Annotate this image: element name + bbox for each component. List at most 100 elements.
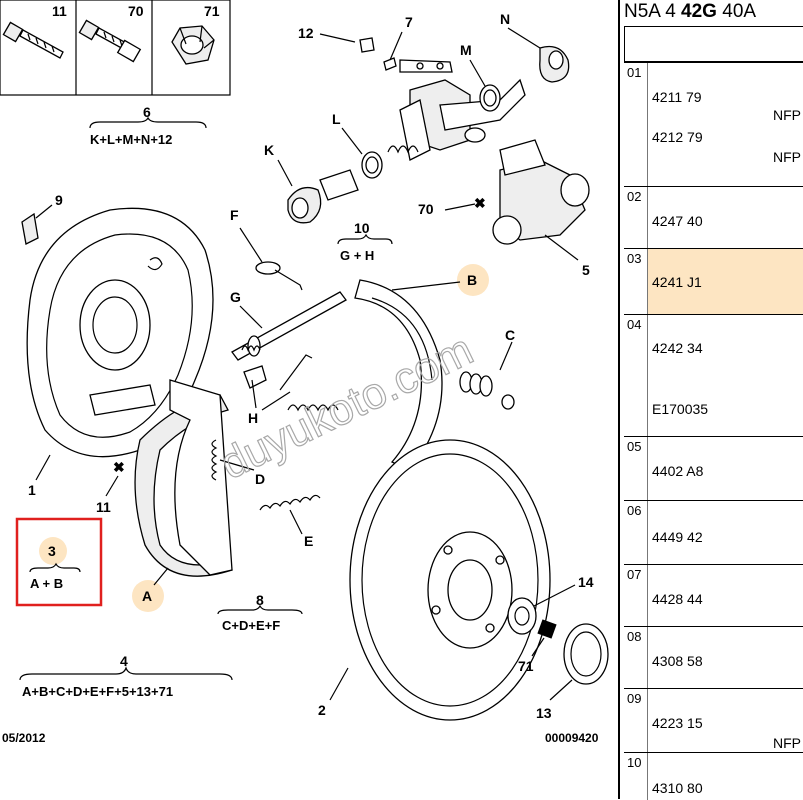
callout-label: B (467, 272, 477, 288)
row-index: 06 (624, 501, 648, 565)
row-index: 05 (624, 437, 648, 501)
parts-row[interactable]: 08 4308 58 (624, 626, 803, 689)
callout-label: 2 (318, 702, 326, 718)
panel-header-box (624, 26, 803, 62)
part-reference: 4242 34 (652, 340, 703, 356)
row-index: 04 (624, 315, 648, 437)
callout-label: A (142, 588, 152, 604)
parts-row[interactable]: 02 4247 40 (624, 186, 803, 249)
assembly-10: 10 G + H (337, 220, 393, 263)
assembly-3-box: 3 A + B (15, 517, 103, 607)
wheel-cylinder-assembled: ✖ (444, 139, 590, 261)
parts-row[interactable]: 06 4449 42 (624, 500, 803, 565)
diagram-code: 00009420 (545, 731, 599, 745)
callout-label: 1 (28, 482, 36, 498)
nfp-label: NFP (773, 735, 801, 751)
row-index: 01 (624, 63, 648, 187)
row-index: 10 (624, 753, 648, 800)
formula-10: G + H (340, 248, 374, 263)
callout-label: G (230, 289, 241, 305)
part-reference: 4310 80 (652, 780, 703, 796)
assembly-6: 6 K+L+M+N+12 (89, 104, 207, 147)
fastener-boxes: 11 70 71 (0, 0, 231, 96)
spring-d: D (211, 439, 265, 487)
title-suffix: 40A (716, 1, 757, 22)
part-reference: 4247 40 (652, 213, 703, 229)
panel-title: N5A 4 42G 40A (624, 0, 803, 24)
part-reference: E170035 (652, 401, 709, 417)
parts-row[interactable]: 07 4428 44 (624, 564, 803, 627)
title-bold: 42G (681, 1, 717, 22)
callout-label: N (500, 11, 510, 27)
callout-label: 14 (578, 574, 594, 590)
nut-71-icon (171, 25, 215, 65)
formula-6: K+L+M+N+12 (90, 132, 172, 147)
row-index: 03 (624, 249, 648, 315)
springs-c: C (459, 327, 515, 410)
part-reference: 4308 58 (652, 653, 703, 669)
nfp-label: NFP (773, 107, 801, 123)
part-reference: 4241 J1 (652, 274, 702, 290)
callout-label: M (460, 42, 472, 58)
bolt-11-icon (2, 21, 64, 59)
callout-label: D (255, 471, 265, 487)
callout-label: E (304, 533, 313, 549)
parts-row[interactable]: 05 4402 A8 (624, 436, 803, 501)
formula-8: C+D+E+F (222, 618, 280, 633)
wheel-cylinder-exploded (287, 31, 570, 224)
clip-h: H (243, 354, 339, 426)
parts-row[interactable]: 10 4310 80 (624, 752, 803, 800)
parts-row[interactable]: 01 4211 79 NFP 4212 79 NFP (624, 62, 803, 187)
parts-row-highlighted[interactable]: 03 4241 J1 (624, 248, 803, 315)
callout-label: 71 (518, 658, 534, 674)
row-index: 07 (624, 565, 648, 627)
brake-shoe-a: A (132, 379, 233, 612)
callout-label: 11 (52, 3, 67, 19)
formula-3: A + B (30, 576, 63, 591)
callout-label: 13 (536, 705, 552, 721)
callout-label: 5 (582, 262, 590, 278)
adjuster-g: G (230, 289, 347, 361)
row-index: 09 (624, 689, 648, 753)
part-reference: 4211 79 (652, 89, 702, 105)
callout-label: 71 (204, 3, 220, 19)
parts-reference-panel: N5A 4 42G 40A 01 4211 79 NFP 4212 79 NFP… (618, 0, 803, 800)
callout-label: C (505, 327, 515, 343)
part-reference: 4449 42 (652, 529, 703, 545)
callout-label: 70 (128, 3, 144, 19)
part-reference: 4223 15 (652, 715, 703, 731)
pin-f: F (230, 207, 303, 291)
parts-row[interactable]: 09 4223 15 NFP (624, 688, 803, 753)
assembly-8: 8 C+D+E+F (217, 592, 303, 633)
callout-label: F (230, 207, 239, 223)
parts-row[interactable]: 04 4242 34 E170035 (624, 314, 803, 437)
brake-drum: 2 (318, 439, 551, 721)
callout-label: 4 (120, 653, 128, 669)
part-reference: 4402 A8 (652, 463, 704, 479)
callout-label: K (264, 142, 274, 158)
diagram-date: 05/2012 (2, 731, 46, 745)
part-reference: 4428 44 (652, 591, 703, 607)
callout-label: 9 (55, 192, 63, 208)
callout-label: 6 (143, 104, 151, 120)
callout-label: 11 (96, 499, 111, 515)
nfp-label: NFP (773, 149, 801, 165)
bolt-70-icon (78, 19, 142, 63)
formula-4: A+B+C+D+E+F+5+13+71 (22, 684, 173, 699)
callout-label: 12 (298, 25, 314, 41)
callout-label: 7 (405, 14, 413, 30)
callout-label: 8 (256, 592, 264, 608)
brake-shoe-b: B (354, 264, 489, 471)
backing-plate (21, 204, 214, 458)
exploded-parts-diagram: 11 70 71 6 K+L+M+N+12 (0, 0, 609, 745)
row-index: 02 (624, 187, 648, 249)
diagram-canvas: 11 70 71 6 K+L+M+N+12 (0, 0, 609, 745)
cross-marker: ✖ (113, 459, 125, 475)
callout-label: 70 (418, 201, 434, 217)
bearing-parts: 14 71 13 (507, 574, 609, 721)
part-reference: 4212 79 (652, 129, 703, 145)
cross-marker: ✖ (474, 195, 486, 211)
row-index: 08 (624, 627, 648, 689)
callout-label: H (248, 410, 258, 426)
title-prefix: N5A 4 (624, 1, 682, 22)
